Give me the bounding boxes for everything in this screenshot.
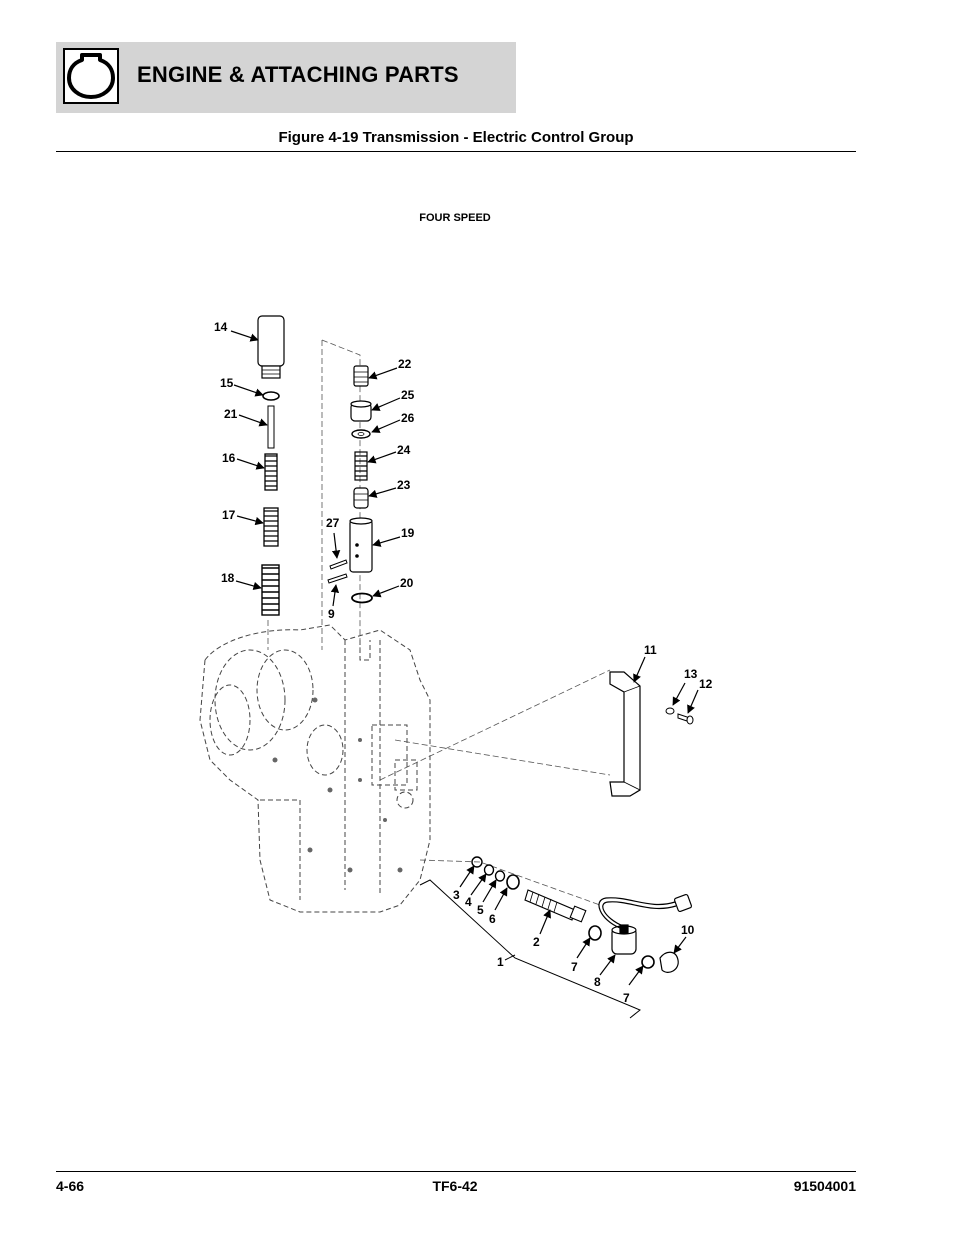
callout-18: 18 (221, 571, 235, 585)
part-4-ring (483, 864, 495, 876)
housing-bolt-holes (272, 697, 403, 873)
part-24-spring (354, 451, 368, 481)
part-25-nut (350, 400, 372, 422)
callout-20: 20 (400, 576, 414, 590)
part-17-spring (263, 507, 279, 547)
part-23-plunger (353, 487, 369, 509)
document-number: 91504001 (793, 1178, 856, 1194)
part-19-sleeve (349, 517, 373, 573)
callout-22: 22 (398, 357, 412, 371)
variant-label: FOUR SPEED (419, 212, 491, 224)
figure-title: Figure 4-19 Transmission - Electric Cont… (278, 129, 634, 146)
callout-23: 23 (397, 478, 411, 492)
part-3-ring (471, 856, 483, 868)
part-26-washer (351, 429, 371, 439)
part-6-ring (506, 874, 520, 890)
part-18-spring (261, 564, 280, 616)
footer-rule (56, 1171, 856, 1172)
section-title: ENGINE & ATTACHING PARTS (137, 62, 459, 87)
part-14-cap (257, 315, 285, 379)
leader-lines (230, 330, 699, 986)
callout-4: 4 (465, 895, 472, 909)
part-11-bracket (609, 671, 641, 797)
model-name: TF6-42 (432, 1178, 478, 1194)
part-12-bolt (677, 713, 694, 725)
callout-9: 9 (328, 607, 335, 621)
callout-5: 5 (477, 903, 484, 917)
callout-1: 1 (497, 955, 504, 969)
callout-10: 10 (681, 923, 695, 937)
callout-3: 3 (453, 888, 460, 902)
header-band (56, 42, 516, 113)
callout-6: 6 (489, 912, 496, 926)
part-20-ring (351, 592, 373, 604)
part-7-ring-a (588, 925, 602, 941)
part-1-kit-bracket (419, 879, 641, 1019)
part-7-ring-b (641, 955, 655, 969)
transmission-housing (199, 624, 431, 913)
callout-24: 24 (397, 443, 411, 457)
callout-25: 25 (401, 388, 415, 402)
callout-17: 17 (222, 508, 236, 522)
alignment-lines (267, 339, 611, 906)
callout-21: 21 (224, 407, 238, 421)
callout-8: 8 (594, 975, 601, 989)
callout-19: 19 (401, 526, 415, 540)
callout-2: 2 (533, 935, 540, 949)
callout-26: 26 (401, 411, 415, 425)
part-9-pin (327, 573, 348, 584)
page-number: 4-66 (56, 1178, 85, 1194)
header-rule (56, 151, 856, 152)
part-27-pin (329, 559, 348, 570)
leader-line-1 (504, 954, 516, 961)
part-21-pin (267, 405, 275, 449)
part-15-ring (262, 391, 280, 401)
part-8-coil (611, 924, 637, 955)
part-10-cap (659, 951, 679, 973)
part-22-plug (353, 365, 369, 387)
part-13-washer (665, 707, 675, 715)
part-8-wire-harness (598, 893, 693, 929)
callout-7-upper: 7 (571, 960, 578, 974)
part-5-ring (494, 870, 506, 882)
callout-13: 13 (684, 667, 698, 681)
callout-12: 12 (699, 677, 713, 691)
engine-cylinder-icon (63, 48, 119, 104)
callout-7-lower: 7 (623, 991, 630, 1005)
callout-27: 27 (326, 516, 340, 530)
callout-15: 15 (220, 376, 234, 390)
callout-11: 11 (644, 643, 657, 657)
callout-16: 16 (222, 451, 236, 465)
part-2-valve (524, 889, 587, 923)
callout-14: 14 (214, 320, 228, 334)
part-16-spring (264, 453, 278, 491)
